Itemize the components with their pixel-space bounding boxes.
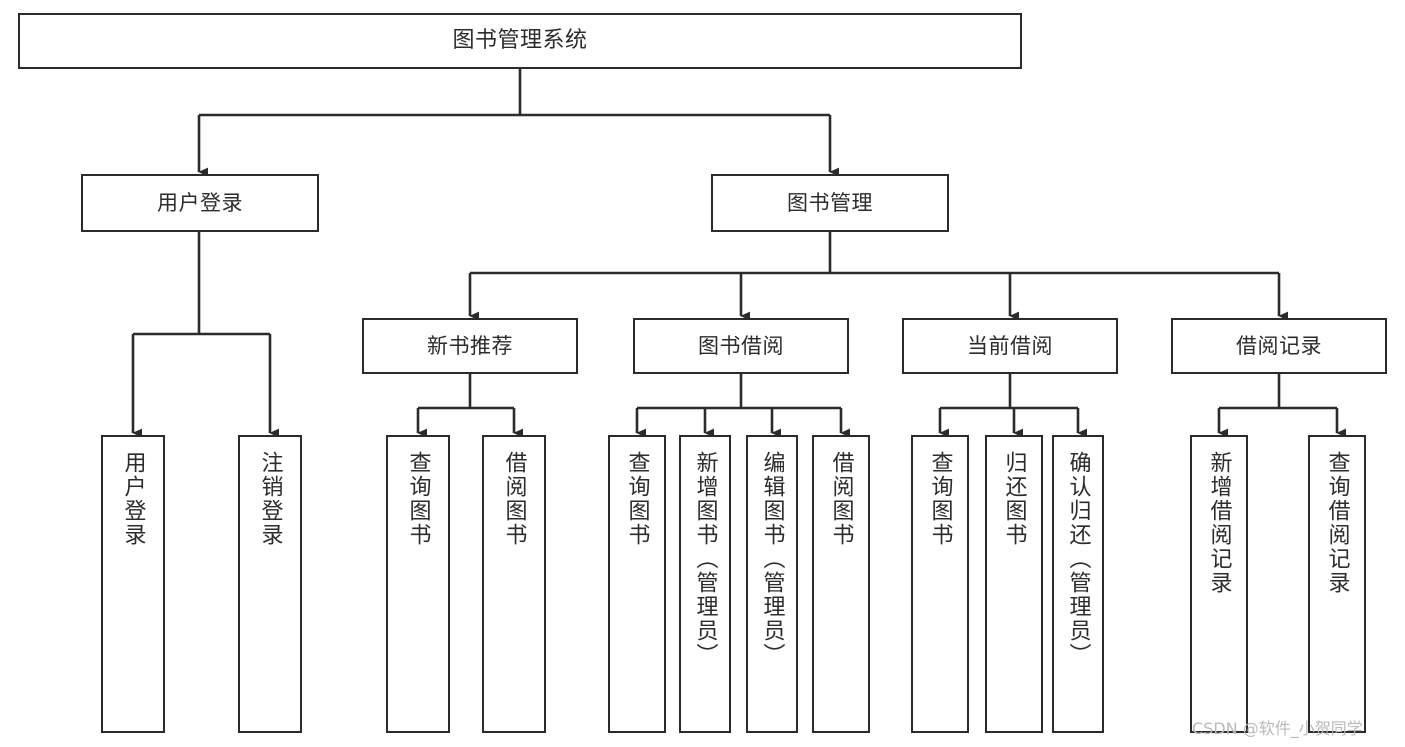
node-current-borrow-label: 当前借阅 xyxy=(967,333,1053,358)
leaf-confirm-return-label: 确认归还（管理员） xyxy=(1065,451,1091,667)
csdn-watermark: CSDN @软件_小贺同学 xyxy=(1192,719,1363,738)
leaf-add-book-label: 新增图书（管理员） xyxy=(692,451,718,667)
node-book-borrow-label: 图书借阅 xyxy=(698,333,784,358)
leaf-add-record-label: 新增借阅记录 xyxy=(1206,451,1232,595)
leaf-add-record[interactable]: 新增借阅记录 xyxy=(1190,435,1248,733)
node-user-login-label: 用户登录 xyxy=(157,190,243,215)
leaf-user-login-label: 用户登录 xyxy=(120,451,146,547)
leaf-query-book-rec-label: 查询图书 xyxy=(405,451,431,547)
node-root-label: 图书管理系统 xyxy=(452,28,588,54)
node-new-book-rec-label: 新书推荐 xyxy=(427,333,513,358)
node-borrow-record[interactable]: 借阅记录 xyxy=(1171,318,1387,374)
leaf-edit-book[interactable]: 编辑图书（管理员） xyxy=(746,435,798,733)
node-borrow-record-label: 借阅记录 xyxy=(1236,333,1322,358)
leaf-return-book[interactable]: 归还图书 xyxy=(985,435,1043,733)
node-book-manage-label: 图书管理 xyxy=(787,190,873,215)
node-user-login[interactable]: 用户登录 xyxy=(81,174,319,232)
node-root[interactable]: 图书管理系统 xyxy=(18,13,1022,69)
leaf-query-book-rec[interactable]: 查询图书 xyxy=(386,435,450,733)
leaf-query-record-label: 查询借阅记录 xyxy=(1324,451,1350,595)
leaf-confirm-return[interactable]: 确认归还（管理员） xyxy=(1052,435,1104,733)
node-book-manage[interactable]: 图书管理 xyxy=(711,174,949,232)
leaf-user-logout-label: 注销登录 xyxy=(257,451,283,547)
node-current-borrow[interactable]: 当前借阅 xyxy=(902,318,1118,374)
leaf-query-record[interactable]: 查询借阅记录 xyxy=(1308,435,1366,733)
leaf-user-login[interactable]: 用户登录 xyxy=(101,435,165,733)
leaf-borrow-book-rec[interactable]: 借阅图书 xyxy=(482,435,546,733)
leaf-query-book-bb-label: 查询图书 xyxy=(624,451,650,547)
leaf-return-book-label: 归还图书 xyxy=(1001,451,1027,547)
node-book-borrow[interactable]: 图书借阅 xyxy=(633,318,849,374)
leaf-user-logout[interactable]: 注销登录 xyxy=(238,435,302,733)
leaf-query-book-cb[interactable]: 查询图书 xyxy=(911,435,969,733)
leaf-query-book-bb[interactable]: 查询图书 xyxy=(608,435,666,733)
leaf-add-book[interactable]: 新增图书（管理员） xyxy=(679,435,731,733)
leaf-edit-book-label: 编辑图书（管理员） xyxy=(759,451,785,667)
node-new-book-rec[interactable]: 新书推荐 xyxy=(362,318,578,374)
leaf-borrow-book-bb-label: 借阅图书 xyxy=(828,451,854,547)
leaf-query-book-cb-label: 查询图书 xyxy=(927,451,953,547)
leaf-borrow-book-rec-label: 借阅图书 xyxy=(501,451,527,547)
leaf-borrow-book-bb[interactable]: 借阅图书 xyxy=(812,435,870,733)
